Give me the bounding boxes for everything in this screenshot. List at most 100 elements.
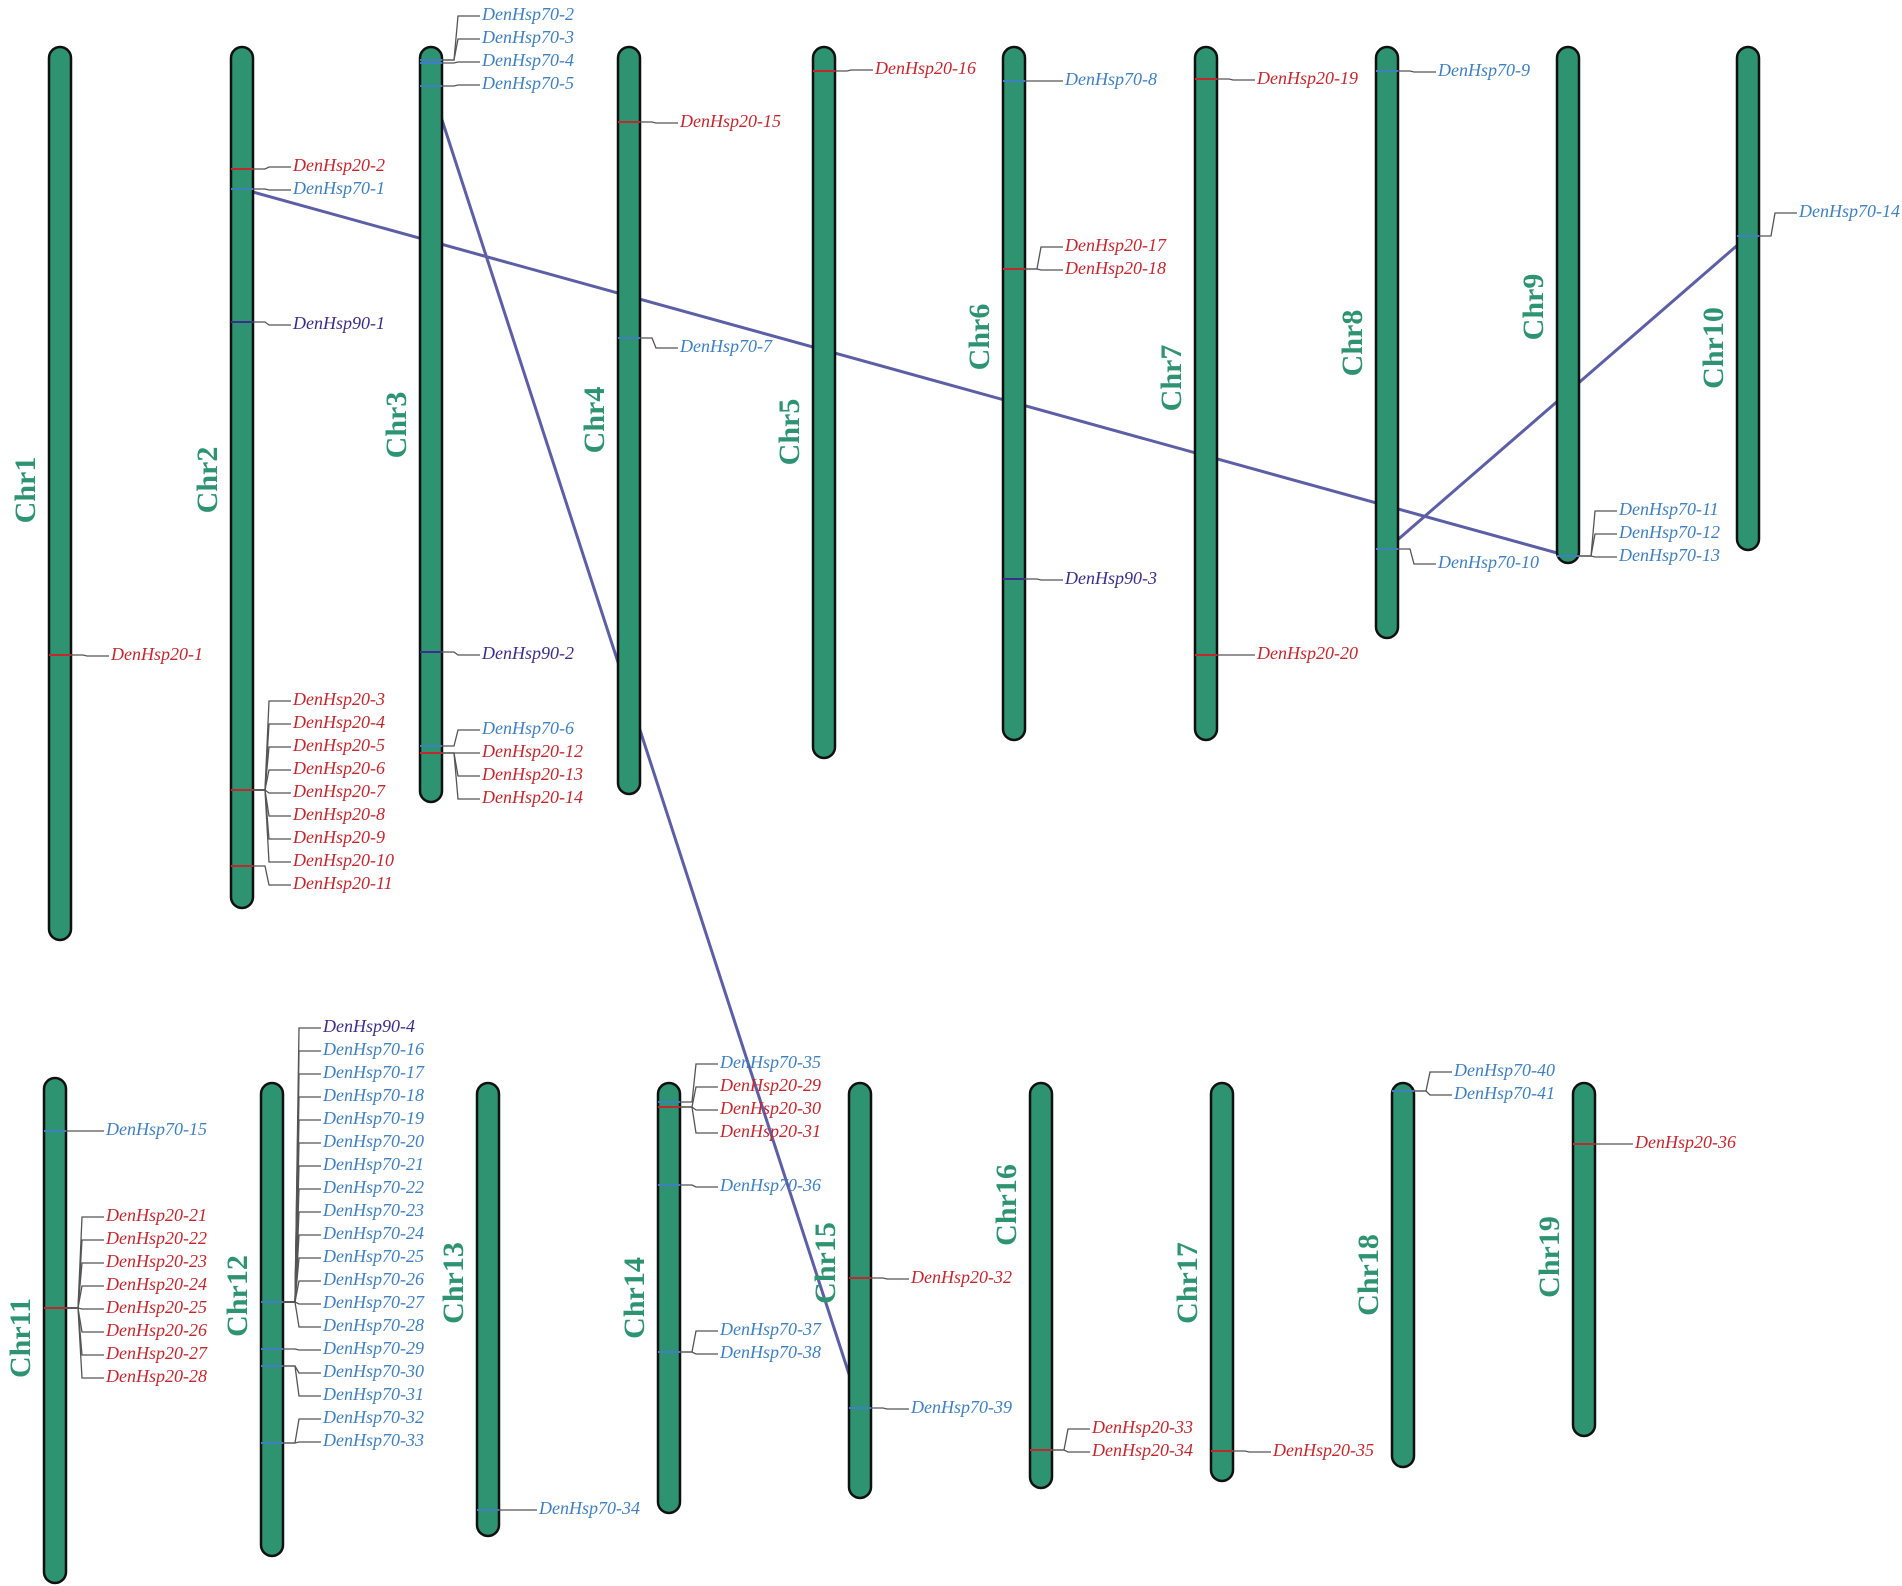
gene-label: DenHsp20-35 xyxy=(1272,1440,1374,1460)
chromosome-label: Chr3 xyxy=(380,392,413,459)
gene-marker: DenHsp70-7 xyxy=(618,336,773,356)
gene-marker: DenHsp20-32 xyxy=(849,1267,1012,1287)
gene-leader-line xyxy=(283,1050,321,1303)
gene-marker: DenHsp20-31 xyxy=(658,1106,821,1141)
gene-marker: DenHsp70-10 xyxy=(1376,548,1539,572)
gene-label: DenHsp20-23 xyxy=(105,1251,207,1271)
gene-marker: DenHsp20-20 xyxy=(1195,643,1358,663)
chromosome-label: Chr4 xyxy=(578,387,611,454)
gene-label: DenHsp20-16 xyxy=(874,58,976,78)
gene-label: DenHsp70-13 xyxy=(1618,545,1720,565)
gene-label: DenHsp20-17 xyxy=(1064,235,1167,255)
gene-leader-line xyxy=(283,1188,321,1303)
gene-marker: DenHsp70-13 xyxy=(1557,545,1720,565)
gene-leader-line xyxy=(1414,1071,1452,1092)
gene-marker: DenHsp70-14 xyxy=(1737,201,1900,237)
gene-leader-line xyxy=(283,1441,321,1444)
gene-marker: DenHsp70-31 xyxy=(261,1365,424,1404)
chromosome-bar-chr9 xyxy=(1555,45,1581,565)
gene-leader-line xyxy=(253,789,291,817)
gene-leader-line xyxy=(253,865,291,886)
gene-leader-line xyxy=(1217,78,1255,81)
gene-leader-line xyxy=(442,38,480,61)
gene-label: DenHsp70-21 xyxy=(322,1154,424,1174)
gene-leader-line xyxy=(66,1239,104,1309)
gene-marker: DenHsp90-1 xyxy=(231,313,385,333)
gene-leader-line xyxy=(283,1280,321,1303)
gene-marker: DenHsp70-28 xyxy=(261,1301,424,1335)
gene-leader-line xyxy=(283,1234,321,1303)
gene-leader-line xyxy=(283,1211,321,1303)
gene-label: DenHsp90-1 xyxy=(292,313,385,333)
chromosome-label: Chr12 xyxy=(221,1255,254,1337)
gene-label: DenHsp70-38 xyxy=(719,1342,821,1362)
gene-marker: DenHsp20-10 xyxy=(231,789,394,870)
chromosome-bar-chr19 xyxy=(1571,1081,1597,1438)
gene-leader-line xyxy=(1398,548,1436,565)
gene-leader-line xyxy=(871,1407,909,1410)
gene-leader-line xyxy=(283,1301,321,1328)
gene-label: DenHsp70-17 xyxy=(322,1062,425,1082)
gene-leader-line xyxy=(442,61,480,64)
gene-label: DenHsp70-20 xyxy=(322,1131,424,1151)
gene-marker: DenHsp20-18 xyxy=(1003,258,1166,278)
gene-label: DenHsp70-40 xyxy=(1453,1060,1555,1080)
gene-leader-line xyxy=(1052,1428,1090,1451)
gene-label: DenHsp70-15 xyxy=(105,1119,207,1139)
gene-label: DenHsp70-27 xyxy=(322,1292,425,1312)
chromosome-chr14: Chr14DenHsp70-35DenHsp20-29DenHsp20-30De… xyxy=(618,1052,822,1515)
gene-marker: DenHsp90-3 xyxy=(1003,568,1157,588)
gene-label: DenHsp20-22 xyxy=(105,1228,207,1248)
gene-label: DenHsp20-30 xyxy=(719,1098,821,1118)
chromosome-bar-chr7 xyxy=(1193,45,1219,742)
gene-label: DenHsp70-25 xyxy=(322,1246,424,1266)
gene-leader-line xyxy=(835,69,873,72)
gene-leader-line xyxy=(1233,1450,1271,1453)
gene-label: DenHsp70-3 xyxy=(481,27,574,47)
gene-leader-line xyxy=(253,723,291,791)
gene-marker: DenHsp70-4 xyxy=(420,50,574,70)
chromosome-label: Chr5 xyxy=(773,399,806,466)
gene-leader-line xyxy=(442,15,480,61)
chromosome-label: Chr10 xyxy=(1697,307,1730,389)
gene-label: DenHsp70-1 xyxy=(292,178,385,198)
gene-leader-line xyxy=(1759,212,1797,237)
chromosome-bar-chr15 xyxy=(847,1081,873,1500)
gene-marker: DenHsp70-8 xyxy=(1003,69,1157,89)
gene-leader-line xyxy=(680,1063,718,1103)
gene-label: DenHsp70-2 xyxy=(481,4,574,24)
gene-label: DenHsp70-39 xyxy=(910,1397,1012,1417)
gene-label: DenHsp90-3 xyxy=(1064,568,1157,588)
gene-label: DenHsp20-3 xyxy=(292,689,385,709)
gene-label: DenHsp20-26 xyxy=(105,1320,207,1340)
gene-label: DenHsp70-11 xyxy=(1618,499,1719,519)
chromosome-bar-chr13 xyxy=(475,1081,501,1538)
gene-leader-line xyxy=(253,700,291,791)
gene-leader-line xyxy=(1398,70,1436,73)
gene-leader-line xyxy=(442,752,480,800)
chromosome-chr11: Chr11DenHsp70-15DenHsp20-21DenHsp20-22De… xyxy=(4,1076,208,1585)
gene-marker: DenHsp20-11 xyxy=(231,865,393,893)
gene-leader-line xyxy=(1579,533,1617,557)
chromosome-bar-chr18 xyxy=(1390,1081,1416,1469)
gene-leader-line xyxy=(1414,1090,1452,1096)
chromosome-label: Chr2 xyxy=(191,447,224,514)
gene-label: DenHsp20-34 xyxy=(1091,1440,1193,1460)
gene-label: DenHsp20-1 xyxy=(110,644,203,664)
gene-label: DenHsp20-12 xyxy=(481,741,583,761)
gene-label: DenHsp90-4 xyxy=(322,1016,415,1036)
chromosome-bar-chr12 xyxy=(259,1081,285,1558)
gene-label: DenHsp70-5 xyxy=(481,73,574,93)
chromosome-label: Chr6 xyxy=(963,304,996,371)
gene-leader-line xyxy=(66,1307,104,1379)
gene-label: DenHsp20-7 xyxy=(292,781,386,801)
gene-label: DenHsp20-33 xyxy=(1091,1417,1193,1437)
chromosome-chr3: Chr3 DenHsp70-2DenHsp70-3DenHsp70-4DenHsp… xyxy=(380,4,583,807)
gene-label: DenHsp20-4 xyxy=(292,712,385,732)
gene-leader-line xyxy=(66,1307,104,1333)
chromosome-chr6: Chr6 DenHsp70-8DenHsp20-17DenHsp20-18DenH… xyxy=(963,45,1167,742)
